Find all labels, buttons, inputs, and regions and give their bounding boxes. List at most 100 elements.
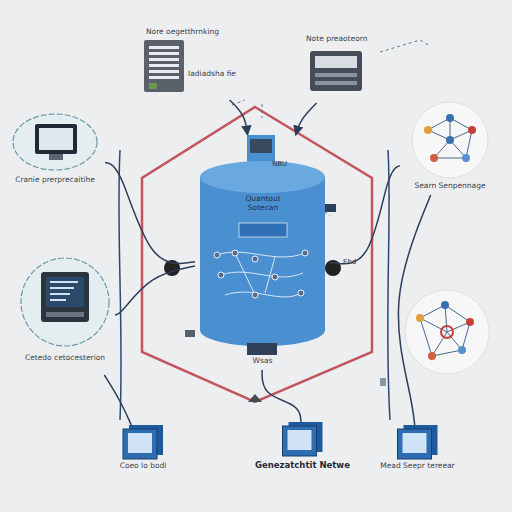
terminal-screen (46, 277, 84, 307)
document-mark (149, 83, 157, 89)
sphere-dot (446, 136, 454, 144)
sphere-body (412, 102, 488, 178)
small-chip (380, 378, 386, 386)
terminal-line (50, 293, 70, 295)
connector (104, 375, 131, 425)
sphere-node: Searn Senpennage (400, 100, 500, 195)
inner-panel (239, 223, 287, 237)
inner-dot (214, 252, 220, 258)
database-cylinder (200, 135, 325, 355)
inner-graph (217, 252, 305, 297)
tablet-node: Genezatchtit Netwe (255, 422, 350, 477)
tablet-front (398, 429, 432, 459)
inner-dot (272, 274, 278, 280)
node-shape (140, 28, 245, 100)
cloud-halo (13, 114, 97, 170)
sphere-dot (466, 318, 474, 326)
server-icon (310, 51, 362, 91)
document-icon (144, 40, 184, 92)
sphere-dot (468, 126, 476, 134)
tablet-icon (123, 425, 163, 459)
small-flag (324, 204, 336, 212)
node-shape (195, 135, 330, 370)
monitor-frame (35, 124, 77, 154)
node-text: Cranie prerprecaitihe (5, 176, 105, 185)
small-chip (185, 330, 195, 337)
sphere-core (441, 326, 453, 338)
document-line (149, 58, 179, 61)
document-line (149, 76, 179, 79)
node-text: Mead Seepr tereear (380, 462, 455, 471)
doc-node: Nore oegetthrnkingIadiadsha fie (140, 28, 245, 100)
connector (115, 266, 195, 315)
node-shape (5, 112, 105, 197)
sphere-dot (446, 114, 454, 122)
connector (330, 166, 400, 264)
monitor-stand (49, 154, 63, 160)
document-line (149, 70, 179, 73)
node-text: Cetedo cetocesterion (15, 354, 115, 363)
tablet-screen (288, 430, 312, 450)
cylinder-node: Quantout SotecanWsas (195, 135, 330, 370)
monitor-icon (35, 124, 77, 160)
connector (398, 195, 430, 425)
sphere-dot (416, 314, 424, 322)
inner-dot (252, 256, 258, 262)
monitor-screen (39, 128, 73, 150)
document-line (149, 46, 179, 49)
terminal-line (50, 281, 78, 283)
tablet-front (123, 429, 157, 459)
inner-dot (302, 250, 308, 256)
server-slot (315, 73, 357, 77)
tablet-screen (128, 433, 152, 453)
sphere-link (434, 158, 466, 159)
connector (230, 100, 248, 135)
cylinder-top (200, 161, 325, 193)
node-text: Note preaoteorn (306, 35, 400, 44)
node-text: Genezatchtit Netwe (255, 461, 350, 471)
node-text: Nore oegetthrnking (146, 28, 244, 37)
tablet-screen (403, 433, 427, 453)
document-line (149, 52, 179, 55)
tablet-node: Mead Seepr tereear (380, 425, 455, 477)
node-text: Iadiadsha fie (188, 70, 244, 79)
connector (296, 103, 317, 135)
cylinder-outlet (247, 343, 277, 355)
sphere-dot (441, 301, 449, 309)
sphere-body (405, 290, 489, 374)
sphere-dot (424, 126, 432, 134)
sphere-dot (430, 154, 438, 162)
hexagon-outline (142, 107, 372, 402)
server-panel (315, 56, 357, 68)
monitor-node: Cranie prerprecaitihe (5, 112, 105, 197)
connector (262, 370, 301, 422)
server-case (310, 51, 362, 91)
network-sphere (405, 290, 489, 374)
terminal-base (46, 312, 84, 317)
tag-label: Ehd (343, 258, 356, 266)
sphere-links (420, 305, 470, 356)
inner-dot (232, 250, 238, 256)
document-line (149, 64, 179, 67)
cylinder-body (200, 177, 325, 346)
port-connector (164, 260, 180, 276)
hexagon-tip (248, 394, 262, 402)
bus-line (388, 150, 390, 420)
cloud-halo (21, 258, 109, 346)
connector (105, 163, 195, 264)
neck-tag (250, 139, 272, 153)
inner-dot (218, 272, 224, 278)
monitor2-node: Cetedo cetocesterion (15, 250, 115, 375)
tablet-node: Coeo lo bodl (108, 425, 178, 477)
sphere-link (466, 130, 472, 158)
terminal-line (50, 287, 74, 289)
terminal-frame (41, 272, 89, 322)
tablet-icon (283, 422, 323, 456)
inner-dot (298, 290, 304, 296)
sphere-dot (458, 346, 466, 354)
tag-label: NBU (272, 160, 287, 168)
tablet-front (283, 426, 317, 456)
node-text: Coeo lo bodl (108, 462, 178, 471)
server-slot (315, 81, 357, 85)
